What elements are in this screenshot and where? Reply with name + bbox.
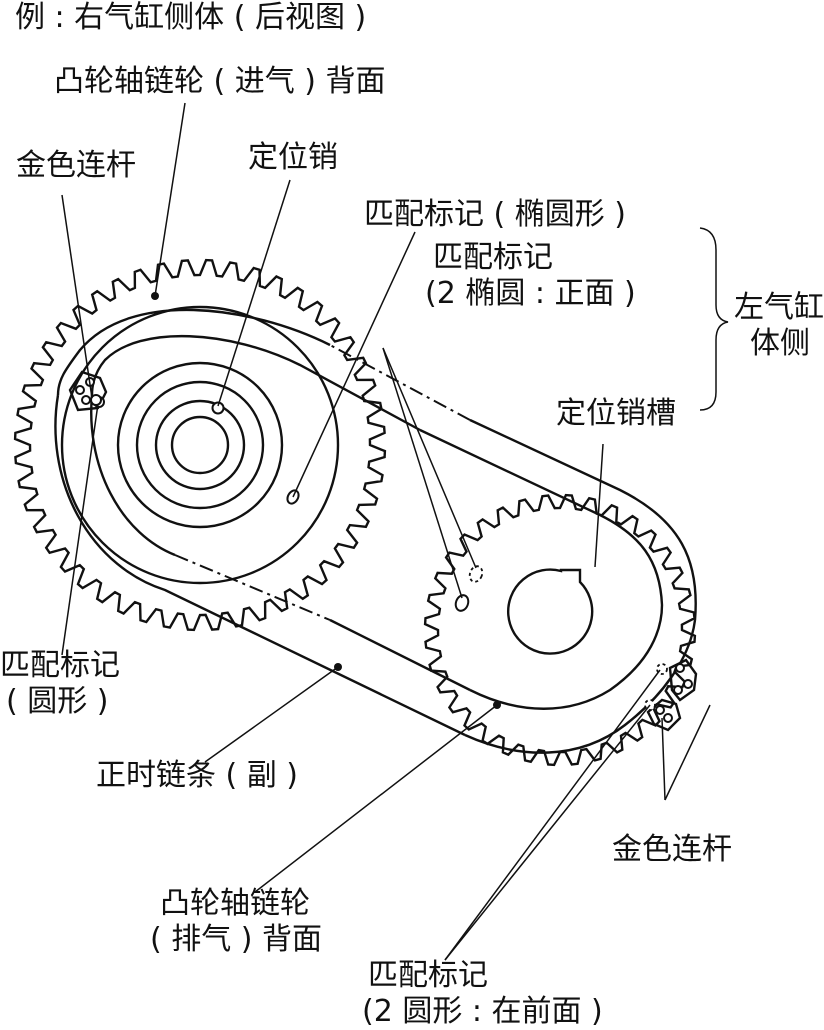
match-mark-circle-label-line1: 匹配标记 — [0, 648, 120, 683]
match-mark-2-ellipse-label-line2: (2 椭圆 : 正面 ) — [425, 276, 636, 311]
dowel-pin-slot — [507, 568, 594, 655]
match-mark-2-ellipse-label-line1: 匹配标记 — [433, 240, 553, 275]
match-mark-ellipse-2b — [454, 594, 470, 612]
match-mark-circle — [90, 394, 102, 406]
intake-sprocket-back-label: 凸轮轴链轮 ( 进气 ) 背面 — [54, 64, 386, 99]
dowel-pin-hole — [211, 401, 225, 415]
timing-chain-sub-label: 正时链条 ( 副 ) — [96, 758, 299, 793]
leader-lines — [61, 102, 729, 961]
gold-link-top — [68, 370, 108, 412]
match-mark-ellipse-2a — [468, 565, 484, 583]
dowel-pin-label: 定位销 — [248, 140, 338, 175]
example-label: 例 : 右气缸侧体 ( 后视图 ) — [15, 0, 367, 35]
gold-link-bottom-label: 金色连杆 — [612, 832, 732, 867]
intake-sprocket — [13, 258, 387, 632]
gold-link-bottom — [644, 658, 698, 732]
left-bank-side-label-line2: 体侧 — [750, 326, 810, 361]
match-mark-2-circle-label-line1: 匹配标记 — [368, 958, 488, 993]
match-mark-circle-label-line2: ( 圆形 ) — [6, 684, 109, 719]
gold-link-top-label: 金色连杆 — [16, 148, 136, 183]
match-mark-2-circle-label-line2: (2 圆形 : 在前面 ) — [362, 994, 603, 1029]
exhaust-sprocket-back-label-line2: ( 排气 ) 背面 — [150, 922, 323, 957]
match-mark-ellipse-label: 匹配标记 ( 椭圆形 ) — [364, 197, 627, 232]
dowel-pin-slot-label: 定位销槽 — [556, 396, 676, 431]
left-bank-side-label-line1: 左气缸 — [734, 290, 824, 325]
timing-chain — [54, 308, 697, 754]
exhaust-sprocket-back-label-line1: 凸轮轴链轮 — [160, 886, 310, 921]
